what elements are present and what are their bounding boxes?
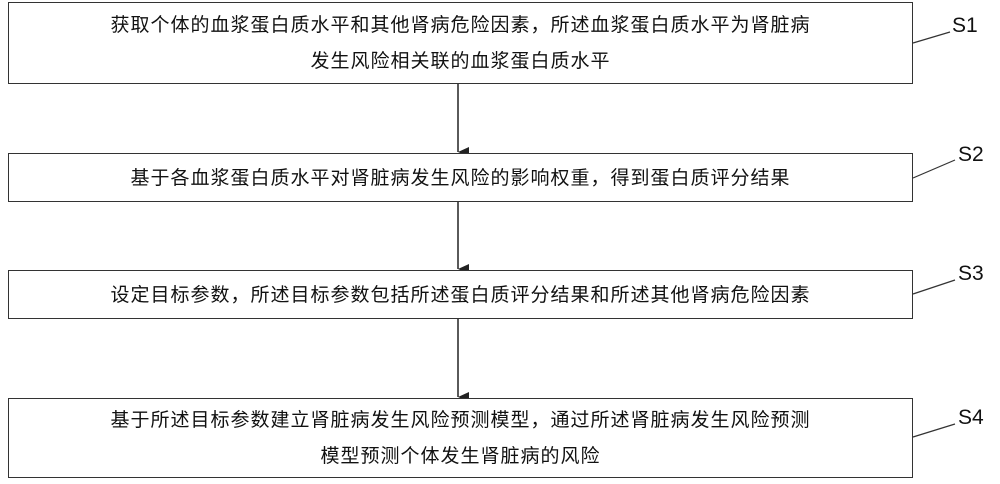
- step-text-line: 基于各血浆蛋白质水平对肾脏病发生风险的影响权重，得到蛋白质评分结果: [130, 166, 791, 189]
- step-text-line: 基于所述目标参数建立肾脏病发生风险预测模型，通过所述肾脏病发生风险预测: [110, 409, 811, 431]
- step-box-s2: 基于各血浆蛋白质水平对肾脏病发生风险的影响权重，得到蛋白质评分结果: [8, 153, 913, 202]
- step-label-s2: S2: [958, 143, 984, 166]
- step-label-s1: S1: [952, 14, 978, 37]
- step-box-s1: 获取个体的血浆蛋白质水平和其他肾病危险因素，所述血浆蛋白质水平为肾脏病 发生风险…: [8, 2, 913, 84]
- step-text-line: 设定目标参数，所述目标参数包括所述蛋白质评分结果和所述其他肾病危险因素: [110, 283, 811, 306]
- step-label-s3: S3: [958, 262, 984, 285]
- leader-s2: [912, 159, 956, 179]
- step-box-s3: 设定目标参数，所述目标参数包括所述蛋白质评分结果和所述其他肾病危险因素: [8, 270, 913, 319]
- step-text-line: 发生风险相关联的血浆蛋白质水平: [310, 50, 611, 72]
- step-text-line: 获取个体的血浆蛋白质水平和其他肾病危险因素，所述血浆蛋白质水平为肾脏病: [110, 14, 811, 36]
- leader-s4: [912, 423, 956, 438]
- step-text-line: 模型预测个体发生肾脏病的风险: [320, 445, 601, 467]
- leader-s3: [912, 279, 956, 295]
- leader-s1: [912, 31, 951, 44]
- step-label-s4: S4: [958, 406, 984, 429]
- step-box-s4: 基于所述目标参数建立肾脏病发生风险预测模型，通过所述肾脏病发生风险预测 模型预测…: [8, 398, 913, 478]
